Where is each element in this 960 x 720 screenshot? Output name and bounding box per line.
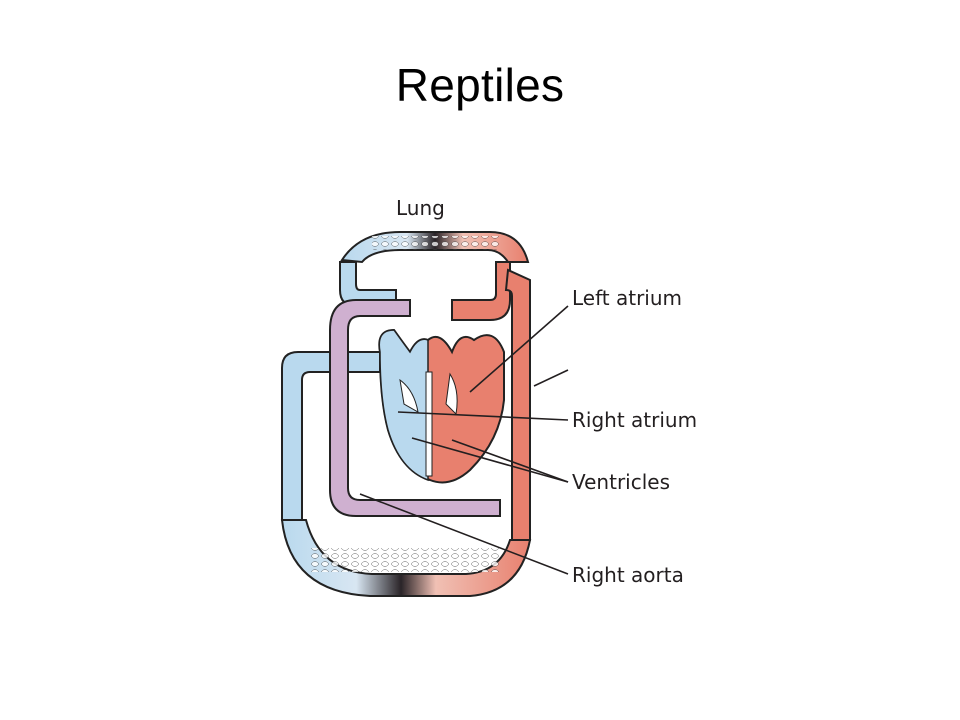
leader-right-aorta [359, 493, 569, 575]
label-right-atrium: Right atrium [572, 408, 697, 432]
label-right-aorta: Right aorta [572, 563, 684, 587]
right-aorta-vessel [329, 299, 501, 517]
leader-ventricle-2 [451, 439, 569, 483]
slide-title: Reptiles [395, 59, 565, 111]
pulmonary-vein [451, 261, 511, 321]
label-ventricles: Ventricles [572, 470, 670, 494]
systemic-artery [504, 268, 531, 541]
leader-right-atrium [397, 411, 569, 421]
lung-capillaries [340, 231, 530, 264]
pulmonary-artery [339, 261, 397, 307]
leader-lines [359, 305, 569, 575]
leader-ventricle-1 [411, 437, 569, 483]
leader-left-atrium [469, 305, 569, 393]
heart [378, 328, 505, 484]
leader-left-atrium-2 [533, 369, 569, 387]
label-lung: Lung [396, 196, 445, 220]
label-left-atrium: Left atrium [572, 286, 682, 310]
body-capillaries [280, 519, 532, 597]
